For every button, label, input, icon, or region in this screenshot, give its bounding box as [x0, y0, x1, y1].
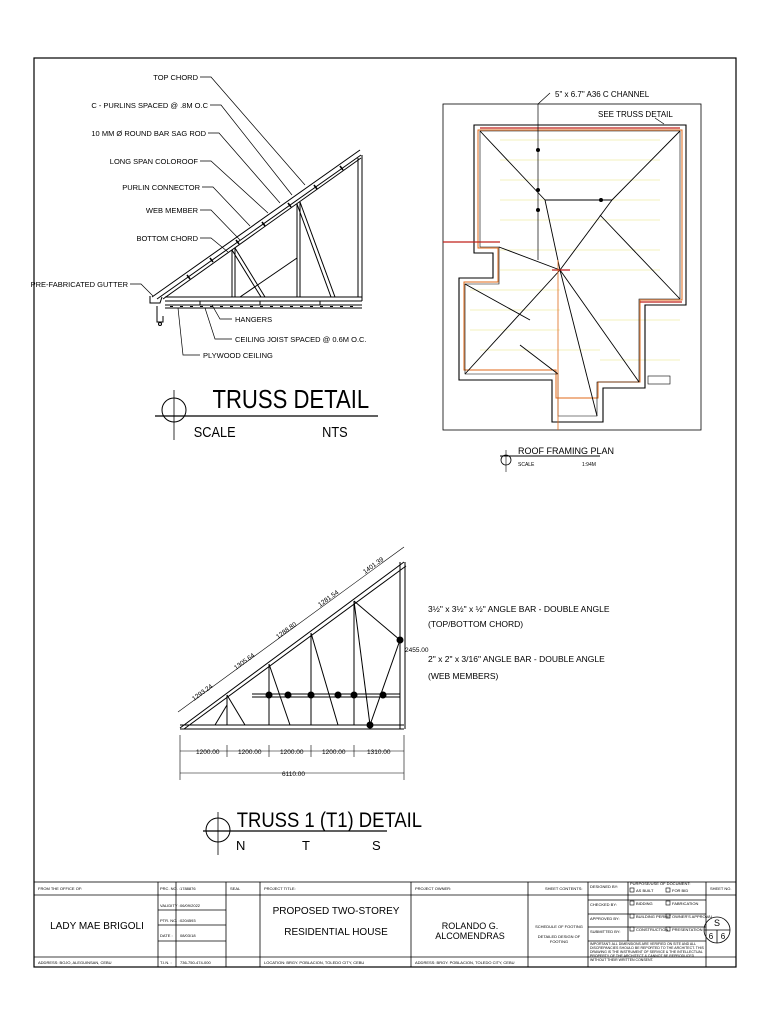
date-label: DATE : — [160, 933, 173, 938]
truss1-joints — [265, 636, 404, 729]
tin-label: T.I.N. : — [160, 960, 172, 965]
top-dim-4: 1281.54 — [317, 589, 340, 609]
designed-by-label: DESIGNED BY: — [590, 884, 619, 889]
owner-address: ADDRESS: BRGY. POBLACION, TOLEDO CITY, C… — [415, 960, 515, 965]
purpose-as-built: AS BUILT — [636, 888, 654, 893]
purpose-construction: CONSTRUCTION — [636, 927, 669, 932]
bottom-dim-3: 1200.00 — [280, 749, 304, 756]
important-notice: IMPORTANT: ALL DIMENSIONS ARE VERIFIED O… — [590, 942, 704, 962]
tin-value: 736-750-474-000 — [180, 960, 211, 965]
label-hangers: HANGERS — [235, 315, 272, 324]
roof-plan-scale-value: 1:94M — [582, 462, 596, 468]
sheet-letter: S — [713, 918, 720, 928]
label-gutter: PRE-FABRICATED GUTTER — [31, 280, 129, 289]
bottom-dim-4: 1200.00 — [322, 749, 346, 756]
roof-plan-scale-label: SCALE — [518, 462, 535, 468]
top-dim-5: 1401.39 — [362, 556, 385, 576]
prc-value: 1788876 — [180, 886, 196, 891]
architect-address: ADDRESS: BOJO, ALEGUINSAN, CEBU — [38, 960, 112, 965]
sheet-contents-label: SHEET CONTENTS: — [545, 886, 583, 891]
seal-label: SEAL — [230, 886, 241, 891]
label-ceiling-joist: CEILING JOIST SPACED @ 0.6M O.C. — [235, 335, 367, 344]
truss1-scale-s: S — [372, 838, 381, 853]
purpose-for-bid: FOR BID — [672, 888, 689, 893]
sheet-number: 6 — [708, 932, 714, 941]
purpose-building-permit: BUILDING PERMIT — [636, 914, 672, 919]
total-dim: 6110.00 — [282, 771, 305, 778]
height-dim: 2455.00 — [405, 647, 429, 654]
truss1-bottom-dimension-lines — [179, 735, 405, 780]
truss-detail-drawing — [149, 149, 363, 326]
truss-detail-title: TRUSS DETAIL — [213, 385, 370, 414]
sheet-contents-1: SCHEDULE OF FOOTING — [535, 924, 583, 929]
label-web-member: WEB MEMBER — [146, 206, 199, 215]
prc-label: PRC. NO. : — [160, 886, 181, 891]
sheet-number-symbol — [703, 916, 731, 944]
label-top-chord: TOP CHORD — [153, 73, 198, 82]
label-coloroof: LONG SPAN COLOROOF — [110, 157, 199, 166]
ptr-label: PTR. NO. : — [160, 918, 180, 923]
chord-note: (TOP/BOTTOM CHORD) — [428, 619, 523, 629]
purpose-checkboxes — [629, 887, 671, 932]
web-spec: 2" x 2" x 3/16" ANGLE BAR - DOUBLE ANGLE — [428, 654, 605, 664]
purpose-label: PURPOSE/USE OF DOCUMENT: — [630, 881, 691, 886]
roof-plan-title: ROOF FRAMING PLAN — [518, 446, 614, 456]
project-title-line2: RESIDENTIAL HOUSE — [284, 927, 388, 938]
checked-by-label: CHECKED BY: — [590, 902, 617, 907]
owner-name: ROLANDO G. ALCOMENDRAS — [435, 921, 505, 941]
truss1-bottom-dims: 1200.00 1200.00 1200.00 1200.00 1310.00 … — [196, 749, 391, 778]
purpose-fabrication: FABRICATION — [672, 901, 699, 906]
project-location: LOCATION: BRGY. POBLACION, TOLEDO CITY, … — [264, 960, 365, 965]
label-plywood: PLYWOOD CEILING — [203, 351, 273, 360]
roof-channel-label: 5" x 6.7" A36 C CHANNEL — [555, 90, 650, 99]
owner-label: PROJECT OWNER: — [415, 886, 452, 891]
title-block-grid — [33, 881, 737, 968]
truss1-title: TRUSS 1 (T1) DETAIL — [237, 809, 422, 832]
truss1-drawing — [179, 561, 407, 730]
top-dim-3: 1288.80 — [275, 621, 298, 641]
truss-detail-leaders — [130, 76, 306, 356]
roof-plan-title-block: ROOF FRAMING PLAN SCALE 1:94M — [500, 446, 614, 472]
project-title-label: PROJECT TITLE: — [264, 886, 296, 891]
truss1-specs: 3½" x 3½" x ½" ANGLE BAR - DOUBLE ANGLE … — [428, 604, 610, 681]
submitted-by-label: SUBMITTED BY: — [590, 929, 621, 934]
validity-label: VALIDITY : — [160, 903, 180, 908]
truss1-scale-t: T — [302, 838, 310, 853]
truss1-top-dimension-lines — [177, 546, 405, 713]
label-sag-rod: 10 MM Ø ROUND BAR SAG ROD — [91, 129, 206, 138]
top-dim-1: 1293.24 — [191, 683, 214, 703]
date-value: 08/03/18 — [180, 933, 196, 938]
purpose-presentation: PRESENTATION — [672, 927, 703, 932]
web-note: (WEB MEMBERS) — [428, 671, 499, 681]
bottom-dim-1: 1200.00 — [196, 749, 220, 756]
truss-detail-scale-value: NTS — [322, 423, 347, 440]
ptr-value: 0204593 — [180, 918, 196, 923]
truss1-scale-n: N — [236, 838, 245, 853]
label-bottom-chord: BOTTOM CHORD — [136, 234, 198, 243]
architect-name: LADY MAE BRIGOLI — [50, 921, 144, 932]
truss-detail-scale-label: SCALE — [194, 423, 236, 440]
from-office-label: FROM THE OFFICE OF: — [38, 886, 83, 891]
purpose-owners-approval: OWNER'S APPROVAL — [672, 914, 713, 919]
project-title-line1: PROPOSED TWO-STOREY — [272, 906, 400, 917]
approved-by-label: APPROVED BY: — [590, 916, 620, 921]
purpose-bidding: BIDDING — [636, 901, 653, 906]
validity-value: 06/09/2022 — [180, 903, 201, 908]
top-dim-2: 1305.64 — [233, 652, 256, 672]
roof-see-truss-label: SEE TRUSS DETAIL — [598, 110, 673, 119]
truss-detail-title-block: TRUSS DETAIL SCALE NTS — [155, 385, 378, 440]
truss1-top-dims: 1293.24 1305.64 1288.80 1281.54 1401.39 … — [191, 556, 429, 703]
bottom-dim-5: 1310.00 — [367, 749, 391, 756]
roof-framing-plan — [442, 92, 702, 431]
bottom-dim-2: 1200.00 — [238, 749, 262, 756]
truss-detail-callouts: TOP CHORD C - PURLINS SPACED @ .8M O.C 1… — [31, 73, 367, 360]
sheet-contents-2: DETAILED DESIGN OF FOOTING — [537, 934, 581, 944]
sheet-total: 6 — [720, 932, 726, 941]
label-purlins: C - PURLINS SPACED @ .8M O.C — [91, 101, 208, 110]
chord-spec: 3½" x 3½" x ½" ANGLE BAR - DOUBLE ANGLE — [428, 604, 610, 614]
sheet-no-label: SHEET NO. — [710, 886, 732, 891]
label-purlin-connector: PURLIN CONNECTOR — [122, 183, 200, 192]
truss1-title-block: TRUSS 1 (T1) DETAIL N T S — [203, 809, 422, 855]
